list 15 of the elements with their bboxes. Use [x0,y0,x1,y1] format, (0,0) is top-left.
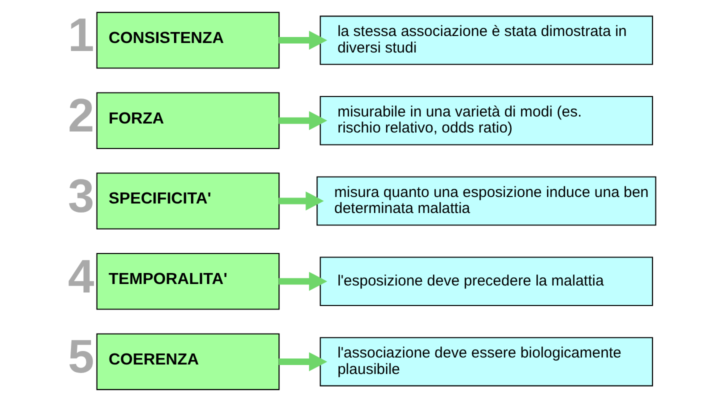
node-label: 5 [67,330,94,383]
node-label: 2 [67,88,94,142]
node-box: misura quanto una esposizione induce una ben determinata malattia [316,176,656,226]
arrow [278,30,327,50]
node-label: 3 [67,168,94,222]
arrow [278,352,327,372]
node-box: la stessa associazione è stata dimostrata in diversi studi [319,16,653,65]
arrow [278,111,327,130]
node-label: 4 [67,249,94,302]
node-box: l'associazione deve essere biologicamente plausibile [319,337,653,386]
arrow [278,191,324,211]
node-label: 1 [67,8,94,62]
arrow [278,272,327,291]
node-box: l'esposizione deve precedere la malattia [319,256,653,306]
node-box: misurabile in una varietà di modi (es. rischio relativo, odds ratio) [319,96,653,146]
